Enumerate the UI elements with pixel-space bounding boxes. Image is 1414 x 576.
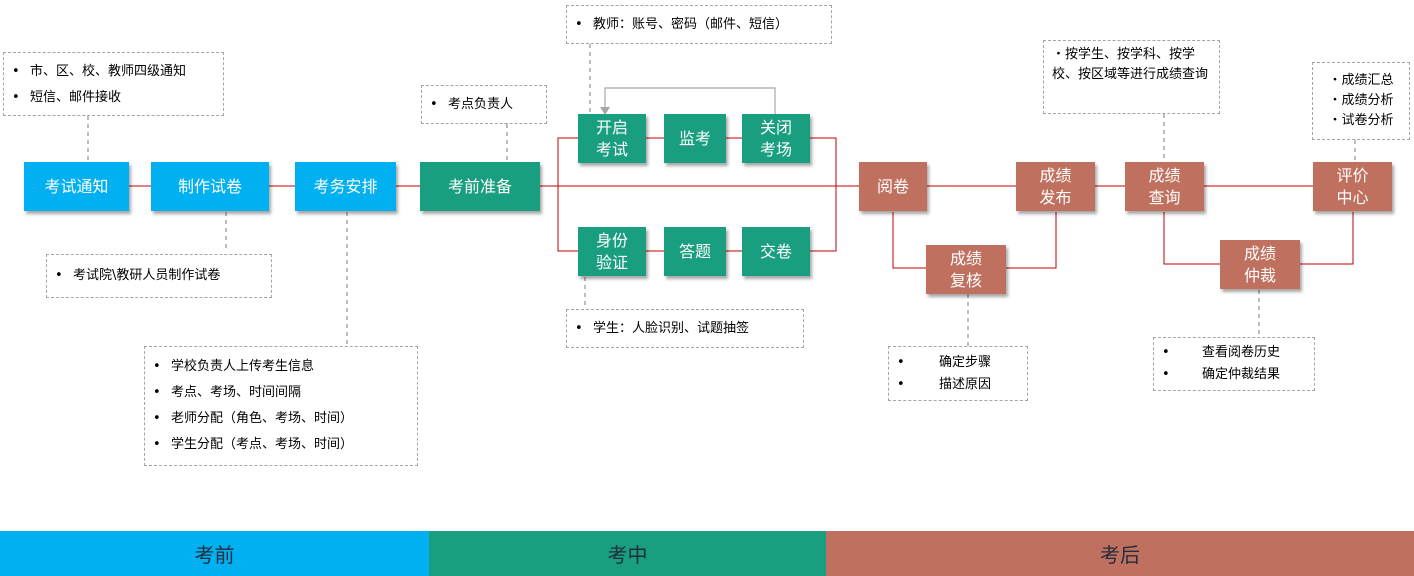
note-exam-arrange: 学校负责人上传考生信息 考点、考场、时间间隔 老师分配（角色、考场、时间） 学生… (144, 346, 418, 466)
stage-pre-exam-prep[interactable]: 考前准备 (420, 162, 540, 211)
stage-exam-notice[interactable]: 考试通知 (24, 162, 129, 211)
note-item: 确定仲裁结果 (1154, 364, 1314, 386)
note-student: 学生：人脸识别、试题抽签 (566, 309, 804, 348)
note-eval-center: ・成绩汇总 ・成绩分析 ・试卷分析 (1312, 62, 1410, 140)
note-item: 确定步骤 (889, 352, 1027, 374)
stage-score-release[interactable]: 成绩 发布 (1016, 162, 1095, 211)
stage-grading[interactable]: 阅卷 (859, 162, 927, 211)
note-item: ・成绩汇总 (1328, 73, 1394, 88)
note-item: ・试卷分析 (1328, 113, 1394, 128)
note-item: 考点负责人 (422, 92, 546, 118)
note-item: 查看阅卷历史 (1154, 342, 1314, 364)
note-item: 学生：人脸识别、试题抽签 (567, 316, 803, 342)
stage-score-query[interactable]: 成绩 查询 (1125, 162, 1204, 211)
stage-make-paper[interactable]: 制作试卷 (151, 162, 269, 211)
stage-submit[interactable]: 交卷 (742, 227, 810, 276)
note-teacher: 教师：账号、密码（邮件、短信） (566, 5, 832, 44)
note-item: 描述原因 (889, 374, 1027, 396)
note-item: 考试院\教研人员制作试卷 (47, 263, 271, 289)
stage-close-room[interactable]: 关闭 考场 (742, 114, 810, 163)
note-exam-notice: 市、区、校、教师四级通知 短信、邮件接收 (3, 52, 224, 116)
note-score-review: 确定步骤 描述原因 (888, 346, 1028, 401)
stage-eval-center[interactable]: 评价 中心 (1313, 162, 1392, 211)
note-item: 市、区、校、教师四级通知 (4, 59, 223, 85)
note-item: 学校负责人上传考生信息 (145, 354, 417, 380)
stage-score-arbitration[interactable]: 成绩 仲裁 (1220, 240, 1300, 289)
note-score-arbitration: 查看阅卷历史 确定仲裁结果 (1153, 337, 1315, 391)
stage-open-exam[interactable]: 开启 考试 (578, 114, 646, 163)
note-text: ・按学生、按学科、按学校、按区域等进行成绩查询 (1052, 47, 1209, 82)
stage-proctor[interactable]: 监考 (664, 114, 726, 163)
stage-exam-arrange[interactable]: 考务安排 (295, 162, 396, 211)
note-score-query: ・按学生、按学科、按学校、按区域等进行成绩查询 (1043, 40, 1220, 114)
stage-score-review[interactable]: 成绩 复核 (926, 245, 1006, 294)
note-make-paper: 考试院\教研人员制作试卷 (46, 254, 272, 298)
phase-during-exam: 考中 (429, 531, 826, 576)
phase-before-exam: 考前 (0, 531, 429, 576)
note-item: 老师分配（角色、考场、时间） (145, 406, 417, 432)
note-pre-exam-prep: 考点负责人 (421, 85, 547, 124)
phase-after-exam: 考后 (826, 531, 1414, 576)
stage-answer[interactable]: 答题 (664, 227, 726, 276)
note-item: 考点、考场、时间间隔 (145, 380, 417, 406)
note-item: ・成绩分析 (1328, 93, 1394, 108)
note-item: 教师：账号、密码（邮件、短信） (567, 12, 831, 38)
stage-id-verify[interactable]: 身份 验证 (578, 227, 646, 276)
note-item: 学生分配（考点、考场、时间） (145, 432, 417, 458)
note-item: 短信、邮件接收 (4, 85, 223, 111)
